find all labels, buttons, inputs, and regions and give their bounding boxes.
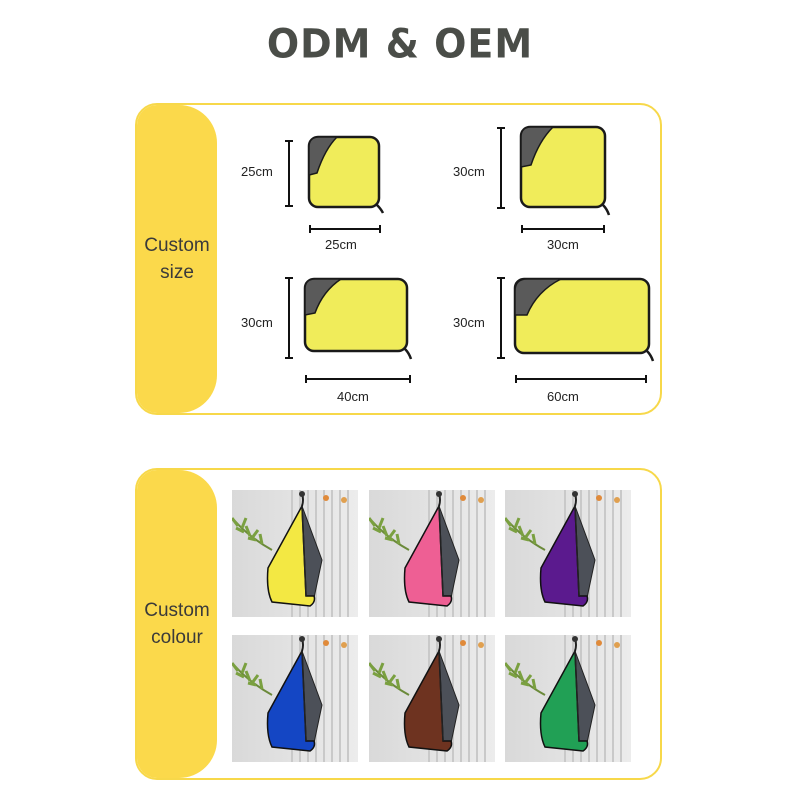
custom-size-label-line1: Custom — [144, 235, 210, 256]
custom-colour-panel: Custom colour — [135, 468, 662, 780]
width-dimension-line — [305, 375, 411, 383]
height-label: 30cm — [453, 315, 485, 330]
towel-30x30-icon — [519, 125, 611, 216]
height-dimension-line — [285, 277, 293, 359]
height-label: 30cm — [241, 315, 273, 330]
height-dimension-line — [497, 127, 505, 209]
custom-size-panel: Custom size 25cm 25cm 30cm 30cm 30cm — [135, 103, 662, 415]
height-label: 25cm — [241, 164, 273, 179]
width-dimension-line — [521, 225, 605, 233]
towel-photo-yellow — [232, 490, 358, 617]
towel-40x30-icon — [303, 277, 413, 360]
towel-photo-blue — [232, 635, 358, 762]
width-label: 60cm — [547, 389, 579, 404]
towel-25x25-icon — [307, 135, 385, 214]
height-dimension-line — [497, 277, 505, 359]
width-label: 40cm — [337, 389, 369, 404]
width-dimension-line — [309, 225, 381, 233]
height-dimension-line — [285, 140, 293, 207]
towel-60x30-icon — [513, 277, 655, 362]
custom-colour-label-line2: colour — [151, 627, 203, 648]
custom-colour-label: Custom colour — [137, 470, 217, 778]
width-label: 25cm — [325, 237, 357, 252]
custom-size-label: Custom size — [137, 105, 217, 413]
page-title: ODM & OEM — [266, 20, 534, 68]
custom-size-label-line2: size — [160, 262, 194, 283]
towel-photo-purple — [505, 490, 631, 617]
towel-photo-green — [505, 635, 631, 762]
custom-colour-label-line1: Custom — [144, 600, 210, 621]
width-dimension-line — [515, 375, 647, 383]
height-label: 30cm — [453, 164, 485, 179]
towel-photo-pink — [369, 490, 495, 617]
towel-photo-brown — [369, 635, 495, 762]
width-label: 30cm — [547, 237, 579, 252]
